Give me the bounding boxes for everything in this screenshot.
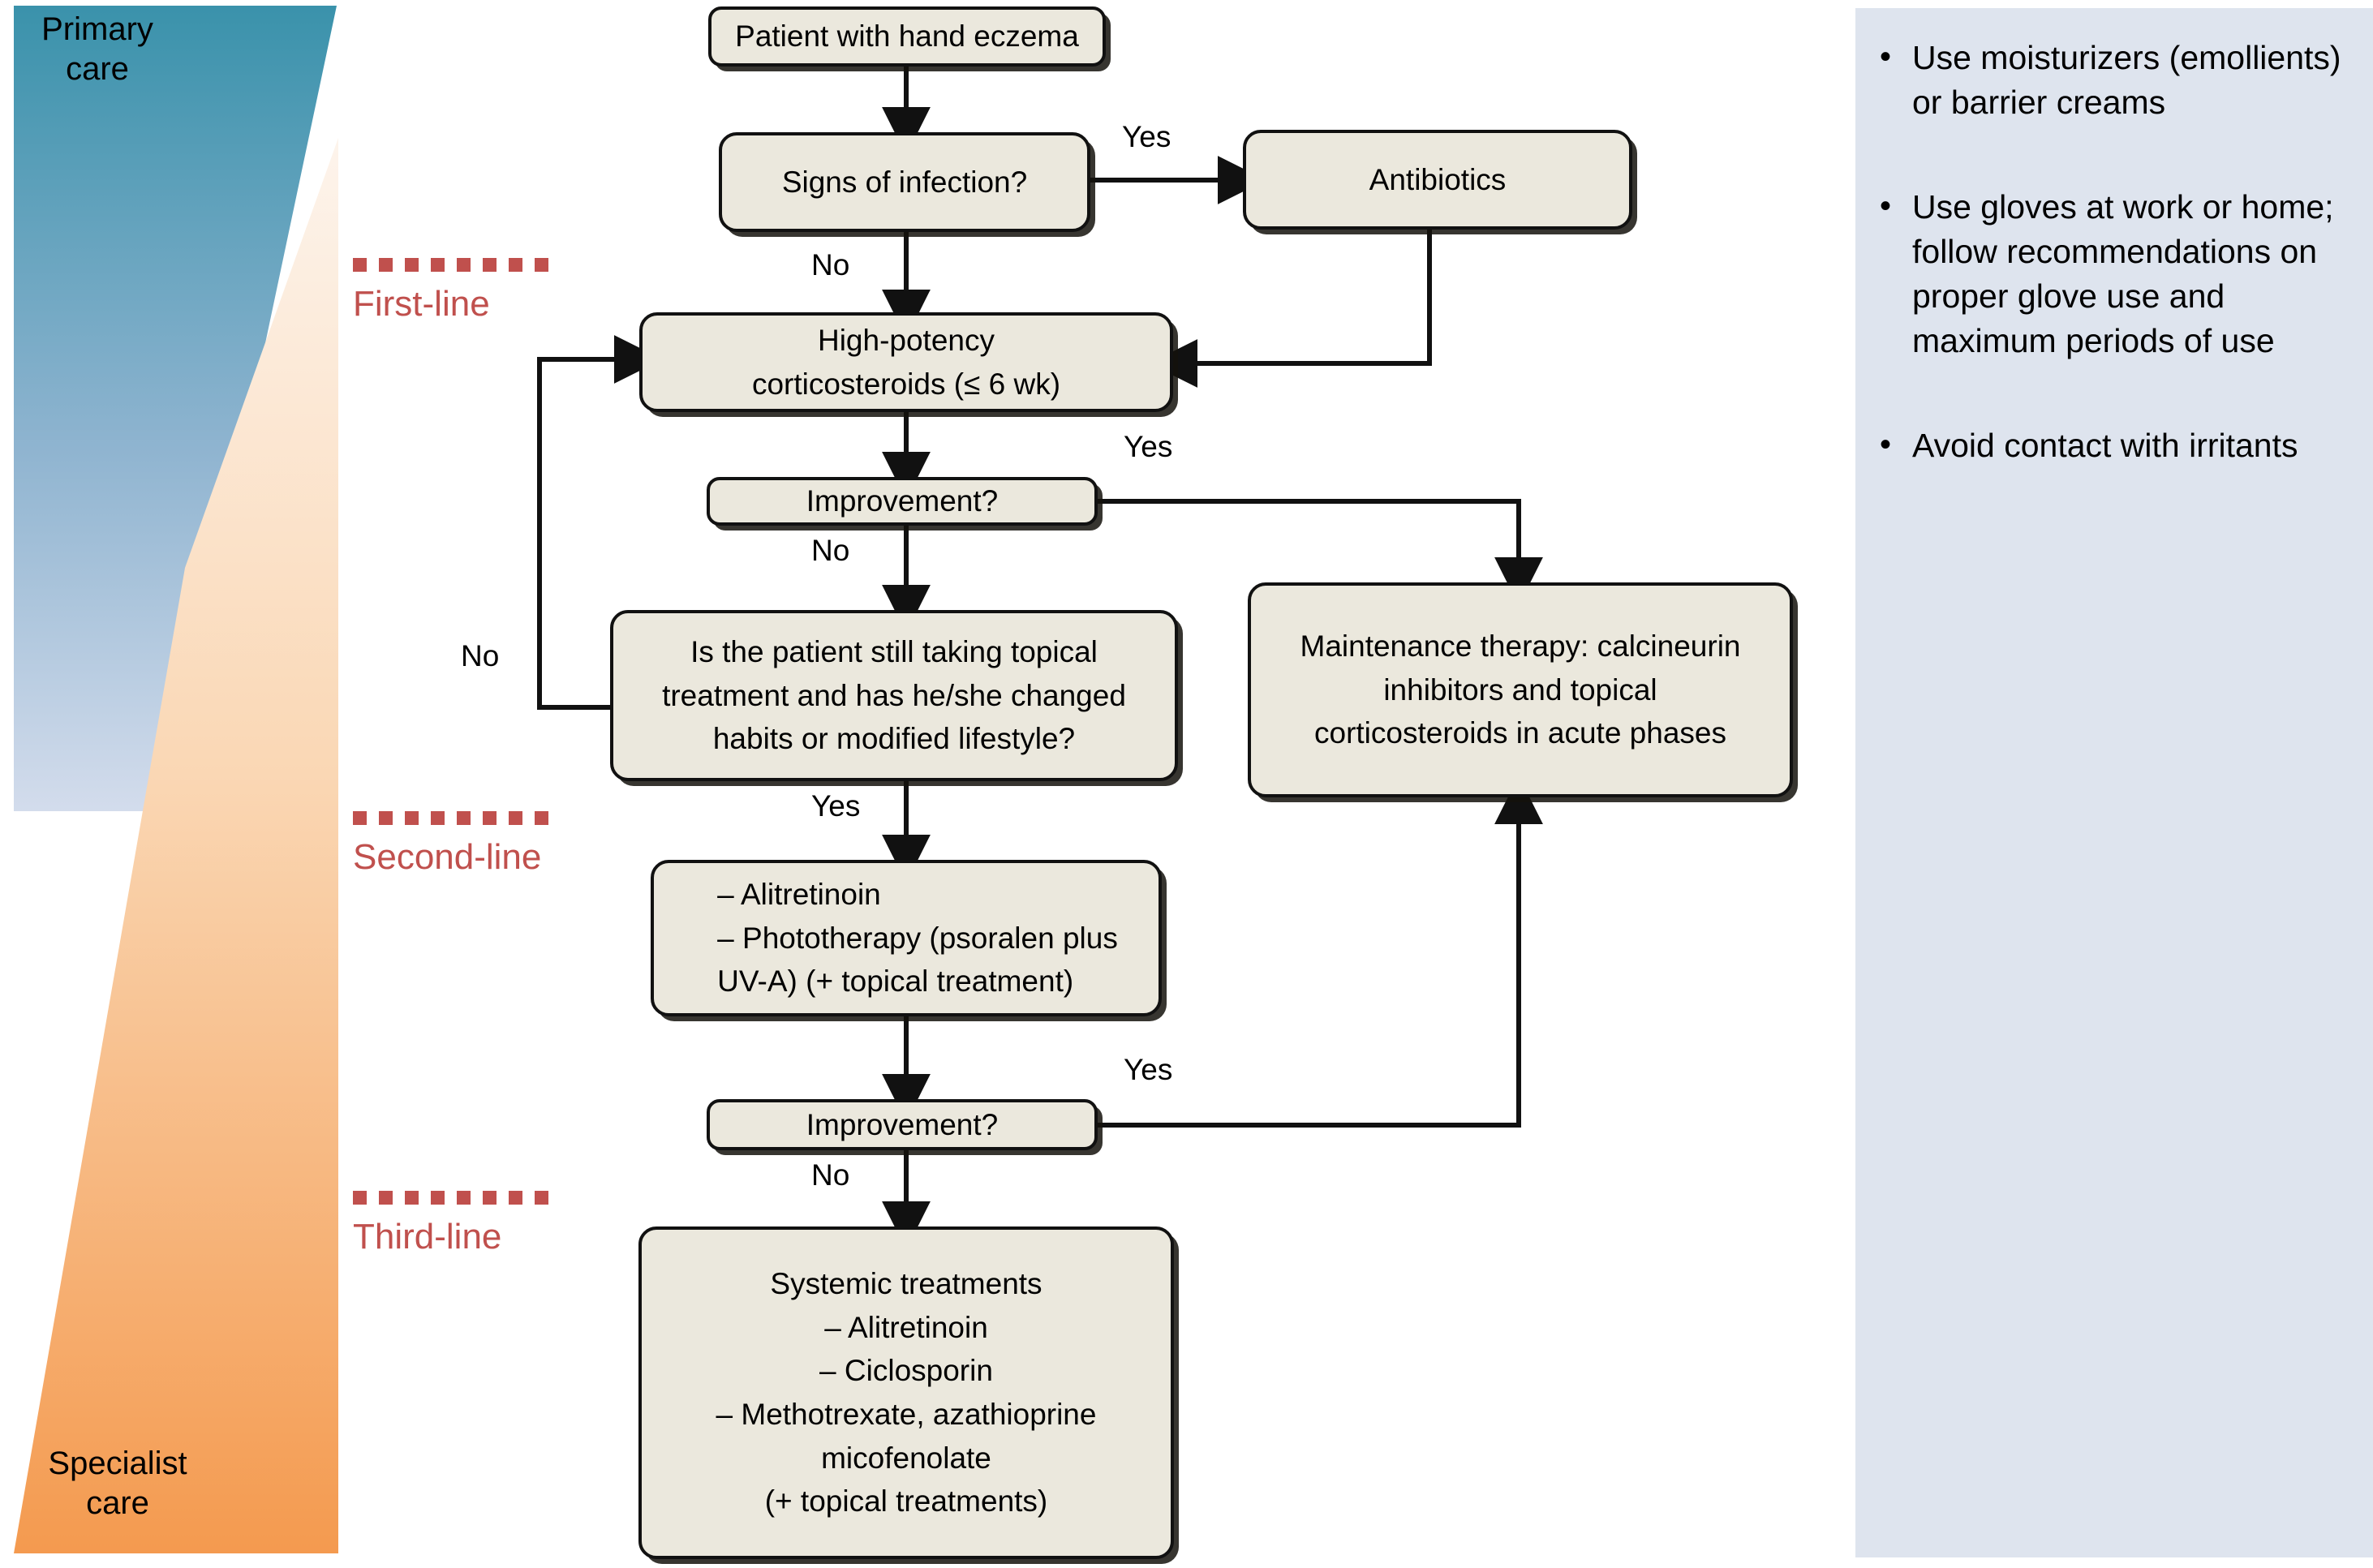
wire-improvement1-yes-to-maintenance <box>1098 499 1543 606</box>
node-improvement-second[interactable]: Improvement? <box>707 1099 1098 1150</box>
node-is-patient-still-taking-topical[interactable]: Is the patient still taking topical trea… <box>610 610 1178 781</box>
bullet-icon: • <box>1880 426 1892 462</box>
advice-list-item: • Use moisturizers (emollients) or barri… <box>1873 36 2352 125</box>
primary-care-wedge <box>14 6 337 811</box>
edge-label-improvement2-yes: Yes <box>1124 1053 1173 1086</box>
edge-label-stilltaking-no: No <box>461 639 500 672</box>
primary-care-label: Primary care <box>41 11 153 87</box>
advice-text: Use gloves at work or home; follow recom… <box>1912 187 2334 359</box>
bullet-icon: • <box>1880 187 1892 224</box>
advice-text: Use moisturizers (emollients) or barrier… <box>1912 39 2341 121</box>
node-patient-with-hand-eczema[interactable]: Patient with hand eczema <box>708 6 1106 67</box>
care-band-shapes <box>14 6 338 1553</box>
node-systemic-treatments[interactable]: Systemic treatments – Alitretinoin – Cic… <box>638 1226 1174 1559</box>
advice-text: Avoid contact with irritants <box>1912 426 2298 464</box>
second-line-dashes <box>353 811 548 825</box>
third-line-dashes <box>353 1191 548 1205</box>
edge-label-infection-no: No <box>811 248 850 281</box>
node-second-line-treatments[interactable]: – Alitretinoin – Phototherapy (psoralen … <box>651 860 1162 1016</box>
edge-label-improvement1-no: No <box>811 534 850 567</box>
edge-label-improvement2-no: No <box>811 1158 850 1192</box>
third-line-label: Third-line <box>353 1217 502 1257</box>
first-line-label: First-line <box>353 284 490 324</box>
node-maintenance-therapy[interactable]: Maintenance therapy: calcineurin inhibit… <box>1248 582 1793 797</box>
node-antibiotics[interactable]: Antibiotics <box>1243 130 1632 230</box>
second-line-label: Second-line <box>353 837 542 877</box>
node-improvement-first[interactable]: Improvement? <box>707 477 1098 526</box>
node-high-potency-corticosteroids[interactable]: High-potency corticosteroids (≤ 6 wk) <box>639 312 1173 412</box>
stage-marker-first-line: First-line <box>353 258 548 322</box>
stage-marker-second-line: Second-line <box>353 811 548 875</box>
wire-antibiotics-to-cortico <box>1149 230 1432 388</box>
first-line-dashes <box>353 258 548 272</box>
care-level-band: Primary care Specialist care <box>0 0 349 1568</box>
edge-label-improvement1-yes: Yes <box>1124 430 1173 463</box>
bullet-icon: • <box>1880 39 1892 75</box>
node-signs-of-infection[interactable]: Signs of infection? <box>719 132 1090 232</box>
stage-marker-third-line: Third-line <box>353 1191 548 1255</box>
advice-list-item: • Avoid contact with irritants <box>1873 423 2352 468</box>
specialist-care-wedge <box>14 138 338 1553</box>
specialist-care-label: Specialist care <box>48 1446 187 1521</box>
patient-advice-panel: • Use moisturizers (emollients) or barri… <box>1855 8 2373 1557</box>
edge-label-infection-yes: Yes <box>1122 120 1171 153</box>
advice-list-item: • Use gloves at work or home; follow rec… <box>1873 185 2352 363</box>
edge-label-stilltaking-yes: Yes <box>811 789 861 823</box>
